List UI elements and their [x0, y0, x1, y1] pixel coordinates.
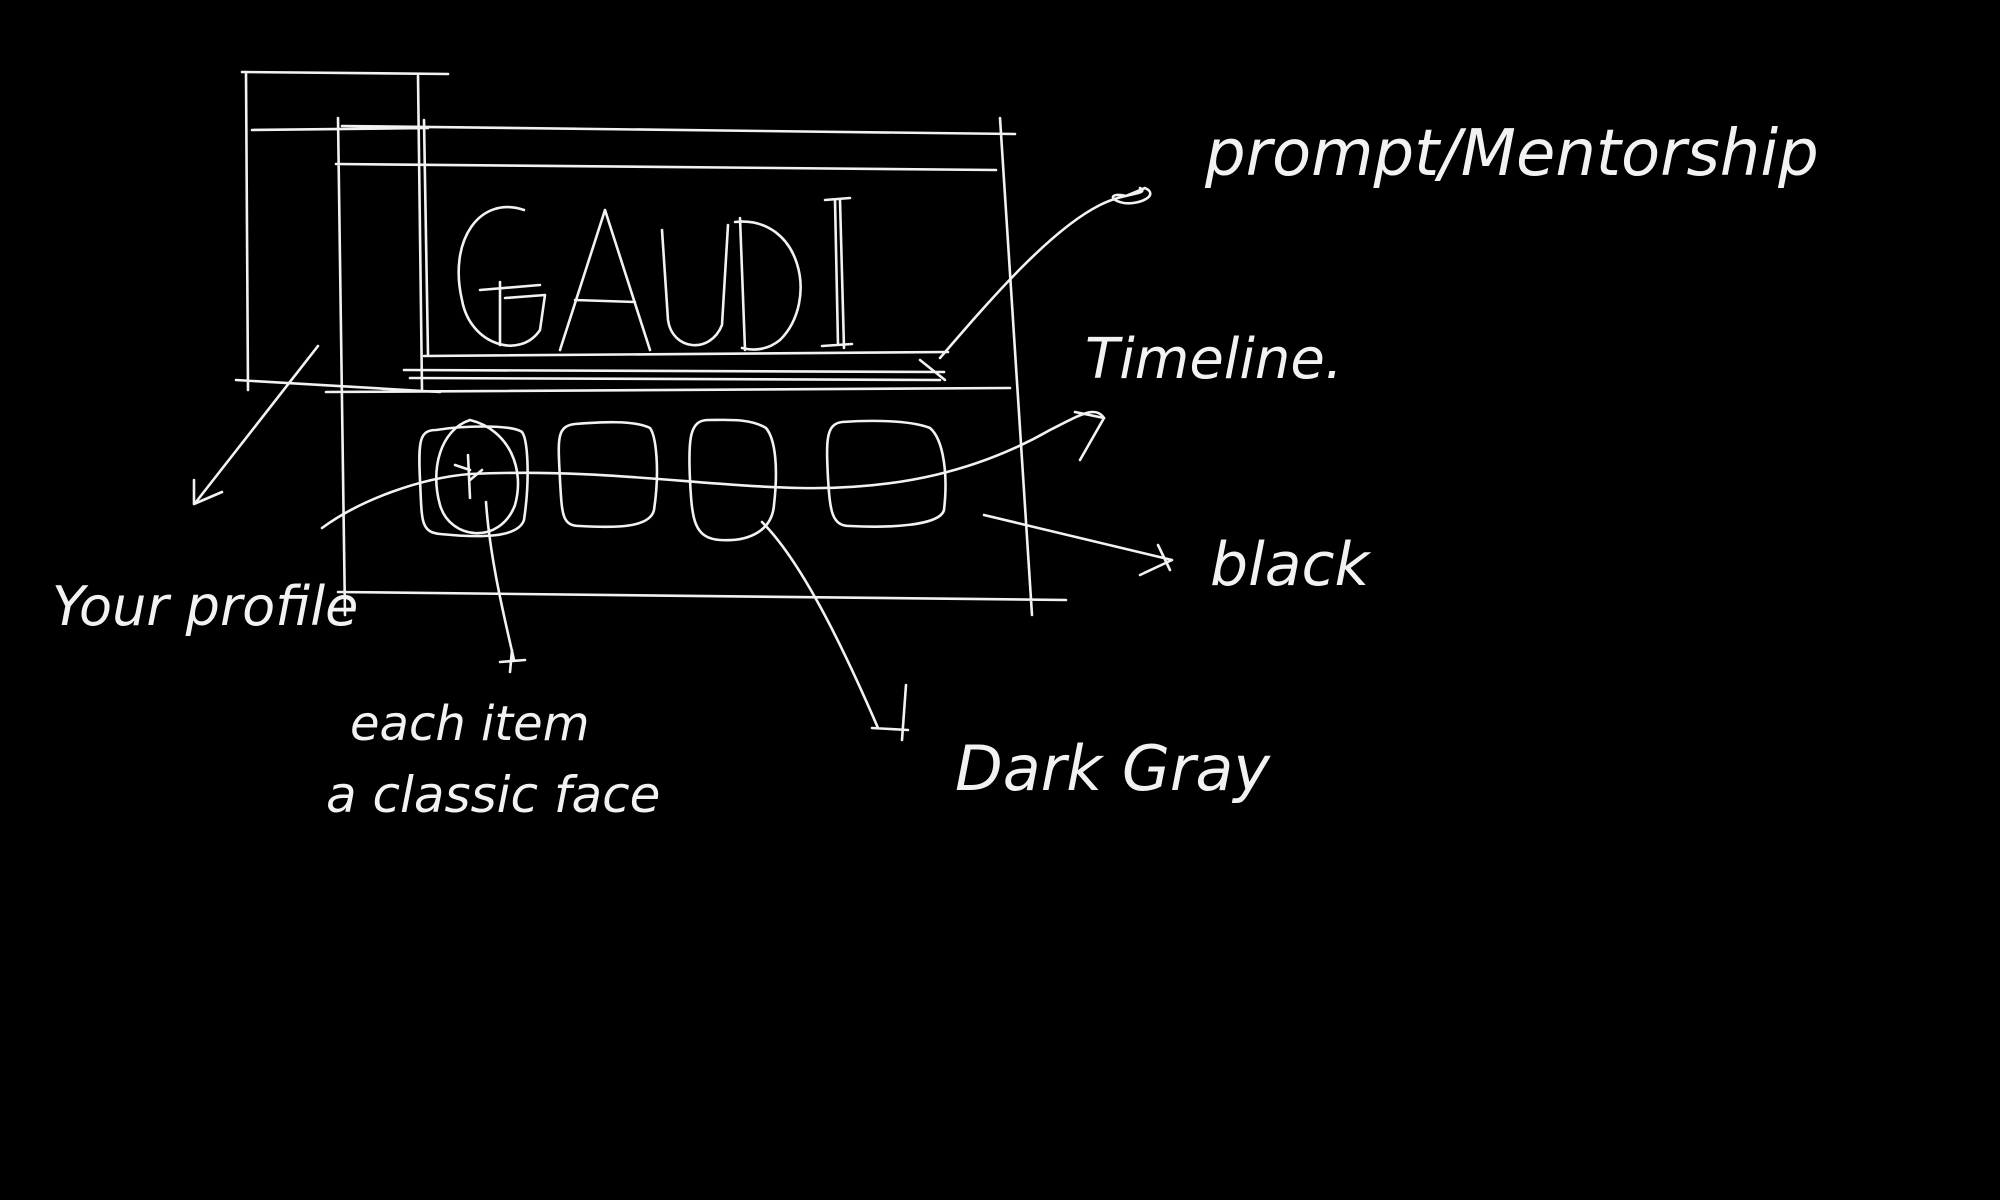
timeline-card-3	[688, 418, 778, 542]
arrow-to-prompt	[938, 186, 1152, 360]
arrow-to-each-item	[484, 500, 527, 674]
app-wireframe	[234, 70, 1106, 617]
label-classic-face: a classic face	[326, 766, 660, 824]
arrow-to-profile	[192, 344, 320, 506]
annotation-arrows	[192, 186, 1174, 742]
label-your-profile: Your profile	[52, 575, 358, 638]
arrow-to-timeline	[1073, 410, 1106, 462]
timeline-card-1	[418, 425, 529, 538]
screen-frame-outline	[324, 116, 1068, 617]
timeline-line	[320, 410, 1106, 530]
gaudi-title-strokes	[457, 196, 854, 352]
label-each-item: each item	[350, 696, 589, 752]
label-black: black	[1210, 530, 1372, 600]
label-dark-gray: Dark Gray	[955, 732, 1271, 805]
profile-panel-outline	[234, 70, 450, 394]
header-box-outline	[422, 118, 950, 358]
arrow-to-black	[982, 513, 1174, 577]
label-timeline: Timeline.	[1085, 327, 1343, 392]
arrow-to-dark-gray	[760, 520, 910, 742]
title-underline	[402, 358, 947, 382]
annotation-labels: prompt/Mentorship Timeline. black Dark G…	[52, 117, 1819, 824]
timeline-card-1-face	[434, 418, 520, 535]
timeline-card-4	[825, 419, 947, 528]
label-prompt-mentorship: prompt/Mentorship	[1204, 117, 1819, 191]
